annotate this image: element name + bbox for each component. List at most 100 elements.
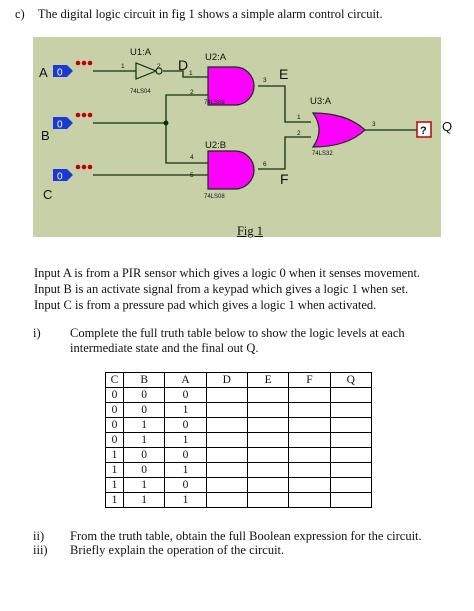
cell-c: 0 <box>104 432 125 448</box>
not-gate-u1a: U1:A 74LS04 1 2 <box>121 47 163 95</box>
input-a-box <box>53 65 73 77</box>
cell-q[interactable] <box>329 492 373 508</box>
cell-b: 1 <box>123 417 166 433</box>
cell-d[interactable] <box>205 477 249 493</box>
cell-b: 0 <box>123 447 166 463</box>
table-row: 0 0 0 <box>104 387 373 403</box>
cell-d[interactable] <box>205 387 249 403</box>
table-row: 1 1 1 <box>104 492 373 508</box>
cell-e[interactable] <box>246 387 290 403</box>
and-gate-u2b-body <box>207 150 255 190</box>
cell-e[interactable] <box>246 447 290 463</box>
wire-d <box>163 70 208 78</box>
cell-q[interactable] <box>329 447 373 463</box>
input-b-led-3 <box>87 112 93 118</box>
cell-d[interactable] <box>205 417 249 433</box>
and-gate-u2a-body <box>207 66 255 106</box>
cell-c: 0 <box>104 387 125 403</box>
input-c-led-1 <box>75 164 81 170</box>
cell-e[interactable] <box>246 492 290 508</box>
cell-b: 0 <box>123 402 166 418</box>
gate-u2b-part: 74LS08 <box>204 194 225 200</box>
probe-value: ? <box>420 125 427 137</box>
wire-b-split <box>93 94 208 124</box>
input-c-box <box>53 169 73 181</box>
cell-q[interactable] <box>329 477 373 493</box>
input-c-state: 0 <box>57 172 63 183</box>
input-a-name: A <box>39 65 48 80</box>
question-text: The digital logic circuit in fig 1 shows… <box>37 7 383 21</box>
cell-f[interactable] <box>288 417 331 433</box>
node-f-label: F <box>280 171 289 187</box>
node-d-label: D <box>178 57 188 73</box>
gate-u3a-ref: U3:A <box>310 96 332 107</box>
cell-f[interactable] <box>288 432 331 448</box>
pin-2-u2a: 2 <box>190 89 194 96</box>
pin-2-u3a: 2 <box>297 130 301 137</box>
cell-f[interactable] <box>288 477 331 493</box>
node-q-label: Q <box>442 119 453 134</box>
table-row: 1 0 0 <box>104 447 373 463</box>
table-row: 0 0 1 <box>104 402 373 418</box>
question-label: c) <box>15 7 25 21</box>
header-q: Q <box>329 372 373 388</box>
input-b[interactable]: B 0 <box>41 112 93 143</box>
cell-q[interactable] <box>329 432 373 448</box>
cell-e[interactable] <box>246 402 290 418</box>
gate-u2a-part: 74LS08 <box>204 100 225 106</box>
pin-2: 2 <box>157 63 161 70</box>
pin-4: 4 <box>190 154 194 161</box>
table-row: 0 1 1 <box>104 432 373 448</box>
input-a[interactable]: A 0 <box>39 60 93 80</box>
not-gate-body <box>135 62 158 80</box>
cell-f[interactable] <box>288 462 331 478</box>
cell-e[interactable] <box>246 477 290 493</box>
input-b-led-2 <box>81 112 87 118</box>
table-row: 1 0 1 <box>104 462 373 478</box>
cell-a: 1 <box>164 402 207 418</box>
cell-f[interactable] <box>288 387 331 403</box>
cell-q[interactable] <box>329 402 373 418</box>
cell-f[interactable] <box>288 402 331 418</box>
cell-f[interactable] <box>288 447 331 463</box>
pin-1: 1 <box>121 63 125 70</box>
cell-e[interactable] <box>246 462 290 478</box>
cell-d[interactable] <box>205 447 249 463</box>
cell-d[interactable] <box>205 462 249 478</box>
cell-q[interactable] <box>329 417 373 433</box>
cell-c: 1 <box>104 462 125 478</box>
input-c[interactable]: C 0 <box>43 164 93 202</box>
pin-1-u3a: 1 <box>297 114 301 121</box>
or-gate-u3a-body <box>311 112 366 148</box>
cell-e[interactable] <box>246 432 290 448</box>
cell-a: 1 <box>164 432 207 448</box>
cell-a: 0 <box>164 447 207 463</box>
cell-f[interactable] <box>288 492 331 508</box>
cell-d[interactable] <box>205 432 249 448</box>
item-iii-text: Briefly explain the operation of the cir… <box>70 543 285 557</box>
cell-c: 1 <box>104 492 125 508</box>
header-b: B <box>123 372 166 388</box>
cell-a: 1 <box>164 492 207 508</box>
cell-b: 1 <box>123 432 166 448</box>
and-gate-u2b: U2:B 74LS08 4 5 6 <box>190 140 267 200</box>
header-d: D <box>205 372 249 388</box>
input-c-name: C <box>43 187 52 202</box>
cell-c: 1 <box>104 477 125 493</box>
wire-f <box>258 136 311 170</box>
gate-u1a-part: 74LS04 <box>130 89 151 95</box>
cell-q[interactable] <box>329 462 373 478</box>
item-ii-number: ii) <box>33 529 45 543</box>
pin-3-u2a: 3 <box>263 77 267 84</box>
cell-q[interactable] <box>329 387 373 403</box>
cell-a: 0 <box>164 477 207 493</box>
header-c: C <box>104 372 125 388</box>
cell-d[interactable] <box>205 402 249 418</box>
cell-b: 1 <box>123 492 166 508</box>
cell-d[interactable] <box>205 492 249 508</box>
table-row: 1 1 0 <box>104 477 373 493</box>
output-probe: ? <box>416 121 432 138</box>
cell-e[interactable] <box>246 417 290 433</box>
truth-table: C B A D E F Q 0 0 0 0 0 1 0 <box>104 372 373 508</box>
item-iii-number: iii) <box>33 543 48 557</box>
